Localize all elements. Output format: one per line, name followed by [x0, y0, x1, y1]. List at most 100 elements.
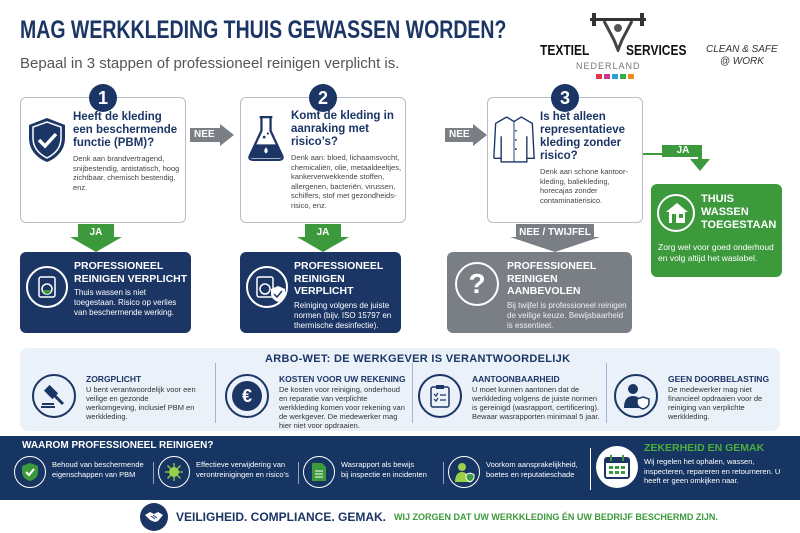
euro-icon: €	[225, 374, 269, 418]
step-number: 1	[89, 84, 117, 112]
result-verplicht-1: PROFESSIONEEL REINIGEN VERPLICHT Thuis w…	[20, 252, 191, 333]
washing-machine-icon	[26, 266, 68, 308]
house-icon	[657, 194, 695, 232]
arrow-label: NEE / TWIJFEL	[519, 227, 591, 238]
result-text: Bij twijfel is professioneel reinigen de…	[507, 300, 627, 330]
step-number: 2	[309, 84, 337, 112]
result-title: PROFESSIONEEL REINIGEN VERPLICHT	[294, 260, 384, 297]
tagline-line-2: @ WORK	[719, 56, 764, 67]
result-text-block: PROFESSIONEEL REINIGEN VERPLICHT Reinigi…	[294, 260, 398, 331]
arbo-text: De medewerker mag niet financieel opdraa…	[668, 385, 763, 421]
result-text: Thuis wassen is niet toegestaan. Risico …	[74, 288, 177, 317]
logo-text-left: TEXTIEL	[540, 42, 590, 59]
arbo-panel: ARBO-WET: DE WERKGEVER IS VERANTWOORDELI…	[20, 348, 780, 431]
shirt-icon	[493, 116, 535, 163]
arrow-nee: NEE	[445, 124, 487, 146]
result-text-block: PROFESSIONEEL REINIGEN AANBEVOLEN Bij tw…	[507, 260, 629, 331]
result-text-block: PROFESSIONEEL REINIGEN VERPLICHT Thuis w…	[74, 260, 188, 318]
footer: VEILIGHEID. COMPLIANCE. GEMAK. WIJ ZORGE…	[140, 503, 718, 531]
divider	[153, 462, 154, 484]
why-line: verontreinigingen en risico’s	[196, 470, 289, 479]
calendar-icon	[596, 446, 638, 488]
arrow-ja: JA	[297, 224, 349, 252]
arbo-text: U moet kunnen aantonen dat de werkkledin…	[472, 385, 600, 421]
arbo-heading: AANTOONBAARHEID	[472, 374, 560, 384]
step-question: Komt de kleding in aanraking met risico’…	[291, 110, 394, 148]
step-question: Is het alleen representatieve kleding zo…	[540, 111, 626, 162]
step-text: Heeft de kleding een beschermende functi…	[73, 111, 183, 192]
divider	[443, 462, 444, 484]
question-icon: ?	[455, 262, 499, 306]
result-verplicht-2: PROFESSIONEEL REINIGEN VERPLICHT Reinigi…	[240, 252, 401, 333]
arbo-heading: GEEN DOORBELASTING	[668, 374, 770, 384]
footer-slogan: VEILIGHEID. COMPLIANCE. GEMAK.	[176, 510, 387, 524]
step-hint: Denk aan: bloed, lichaamsvocht, chemical…	[291, 153, 402, 210]
connector-line	[643, 153, 665, 155]
arrow-label: JA	[89, 227, 103, 238]
shield-check-icon	[14, 456, 46, 488]
result-title: PROFESSIONEEL REINIGEN AANBEVOLEN	[507, 260, 597, 297]
arrow-label: JA	[676, 145, 690, 156]
divider	[606, 363, 607, 423]
divider	[590, 448, 591, 490]
step-2-card: 2 Komt de kleding in aanraking met risic…	[240, 84, 406, 223]
step-hint: Denk aan schone kantoor-kleding, baliekl…	[540, 167, 628, 205]
arrow-ja: JA	[70, 224, 122, 252]
gavel-icon	[32, 374, 76, 418]
arrow-label: NEE	[449, 129, 470, 140]
arrow-label: NEE	[194, 129, 215, 140]
logo-color-squares	[596, 74, 634, 79]
page-title: MAG WERKKLEDING THUIS GEWASSEN WORDEN?	[20, 16, 507, 44]
page-subtitle: Bepaal in 3 stappen of professioneel rei…	[20, 55, 400, 72]
document-icon	[303, 456, 335, 488]
person-shield-icon	[448, 456, 480, 488]
step-1-card: 1 Heeft de kleding een beschermende func…	[20, 84, 186, 223]
tagline-line-1: CLEAN & SAFE	[706, 44, 778, 55]
shield-check-icon	[29, 118, 65, 162]
step-hint: Denk aan brandvertragend, snijbestendig,…	[73, 154, 180, 192]
result-title: PROFESSIONEEL REINIGEN VERPLICHT	[74, 260, 188, 285]
arrow-label: JA	[316, 227, 330, 238]
divider	[215, 363, 216, 423]
logo-text-right: SERVICES	[626, 42, 687, 59]
result-thuis-wassen: THUIS WASSEN TOEGESTAAN Zorg wel voor go…	[651, 184, 782, 277]
why-line: eigenschappen van PBM	[52, 470, 136, 479]
person-shield-icon	[614, 374, 658, 418]
arrow-nee: NEE	[190, 124, 234, 146]
logo-country: NEDERLAND	[576, 61, 641, 71]
arbo-title: ARBO-WET: DE WERKGEVER IS VERANTWOORDELI…	[265, 353, 571, 365]
step-question: Heeft de kleding een beschermende functi…	[73, 111, 178, 149]
clipboard-icon	[418, 374, 462, 418]
arrow-nee-twijfel: NEE / TWIJFEL	[510, 224, 600, 252]
why-text: Voorkom aansprakelijkheid,boetes en repu…	[486, 460, 586, 480]
weightlifter-icon	[590, 13, 646, 52]
step-number: 3	[551, 84, 579, 112]
washing-machine-shield-icon	[246, 266, 288, 308]
why-line: Wasrapport als bewijs	[341, 460, 415, 469]
step-text: Komt de kleding in aanraking met risico’…	[291, 110, 403, 210]
result-aanbevolen: ? PROFESSIONEEL REINIGEN AANBEVOLEN Bij …	[447, 252, 632, 333]
arbo-text: U bent verantwoordelijk voor een veilige…	[86, 385, 196, 421]
arbo-heading: ZORGPLICHT	[86, 374, 142, 384]
why-line: bij inspectie en incidenten	[341, 470, 427, 479]
footer-tagline: WIJ ZORGEN DAT UW WERKKLEDING ÉN UW BEDR…	[394, 512, 718, 522]
flask-icon	[248, 115, 284, 161]
result-title: THUIS WASSEN TOEGESTAAN	[701, 193, 777, 231]
highlight-title: ZEKERHEID EN GEMAK	[644, 442, 765, 454]
highlight-text: Wij regelen het ophalen, wassen, inspect…	[644, 457, 781, 485]
step-3-card: 3 Is het alleen representatieve kleding …	[487, 84, 643, 223]
handshake-icon	[140, 503, 168, 531]
arrow-ja: JA	[662, 145, 712, 181]
arbo-text: De kosten voor reiniging, onderhoud en r…	[279, 385, 405, 430]
why-line: Behoud van beschermende	[52, 460, 144, 469]
why-line: Voorkom aansprakelijkheid,	[486, 460, 578, 469]
why-line: boetes en reputatieschade	[486, 470, 575, 479]
divider	[412, 363, 413, 423]
result-text: Reiniging volgens de juiste normen (bijv…	[294, 300, 392, 330]
logo-tagline: CLEAN & SAFE@ WORK	[706, 44, 778, 68]
step-text: Is het alleen representatieve kleding zo…	[540, 111, 642, 205]
virus-icon	[158, 456, 190, 488]
